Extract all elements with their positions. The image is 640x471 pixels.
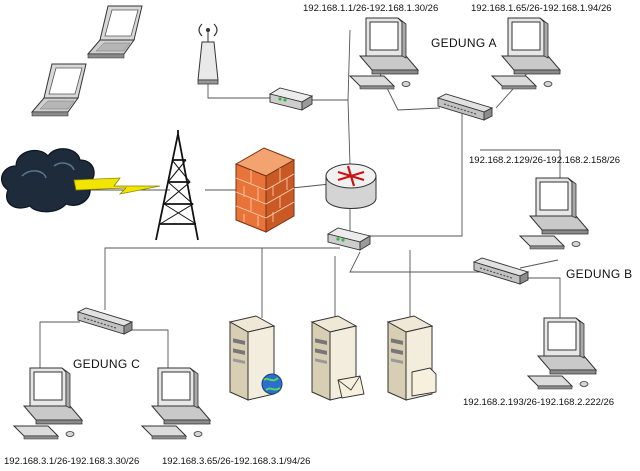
switch-icon xyxy=(77,307,133,335)
subnet-label: 192.168.1.65/26-192.168.1.94/26 xyxy=(471,3,612,14)
subnet-label: 192.168.2.193/26-192.168.2.222/26 xyxy=(463,397,615,408)
switch-icon xyxy=(473,257,529,285)
modem-icon xyxy=(269,87,313,111)
building-label-gedung-b: GEDUNG B xyxy=(566,267,633,281)
computer-icon xyxy=(519,177,589,250)
computer-icon xyxy=(13,367,83,440)
radio-tower-icon xyxy=(155,130,199,241)
subnet-label: 192.168.1.1/26-192.168.1.30/26 xyxy=(303,3,439,14)
mail-server-icon xyxy=(311,315,365,401)
computer-icon xyxy=(141,367,211,440)
subnet-label: 192.168.3.1/26-192.168.3.30/26 xyxy=(4,456,140,467)
building-label-gedung-a: GEDUNG A xyxy=(431,36,497,50)
computer-icon xyxy=(527,317,597,390)
switch-icon xyxy=(437,93,493,121)
internet-cloud-icon xyxy=(0,148,95,213)
building-label-gedung-c: GEDUNG C xyxy=(73,357,141,371)
subnet-label: 192.168.2.129/26-192.168.2.158/26 xyxy=(469,155,621,166)
firewall-icon xyxy=(234,147,296,233)
web-server-icon xyxy=(229,315,283,401)
computer-icon xyxy=(349,17,419,90)
subnet-label: 192.168.3.65/26-192.168.3.1/94/26 xyxy=(162,456,311,467)
lightning-bolt-icon xyxy=(73,177,161,195)
connection-lines xyxy=(39,29,561,372)
wireless-access-point-icon xyxy=(197,23,219,85)
central-switch-icon xyxy=(327,227,371,251)
router-icon xyxy=(325,163,377,209)
laptop-icon xyxy=(87,5,143,59)
file-server-icon xyxy=(387,315,437,401)
computer-icon xyxy=(491,17,561,90)
laptop-icon xyxy=(31,63,87,117)
